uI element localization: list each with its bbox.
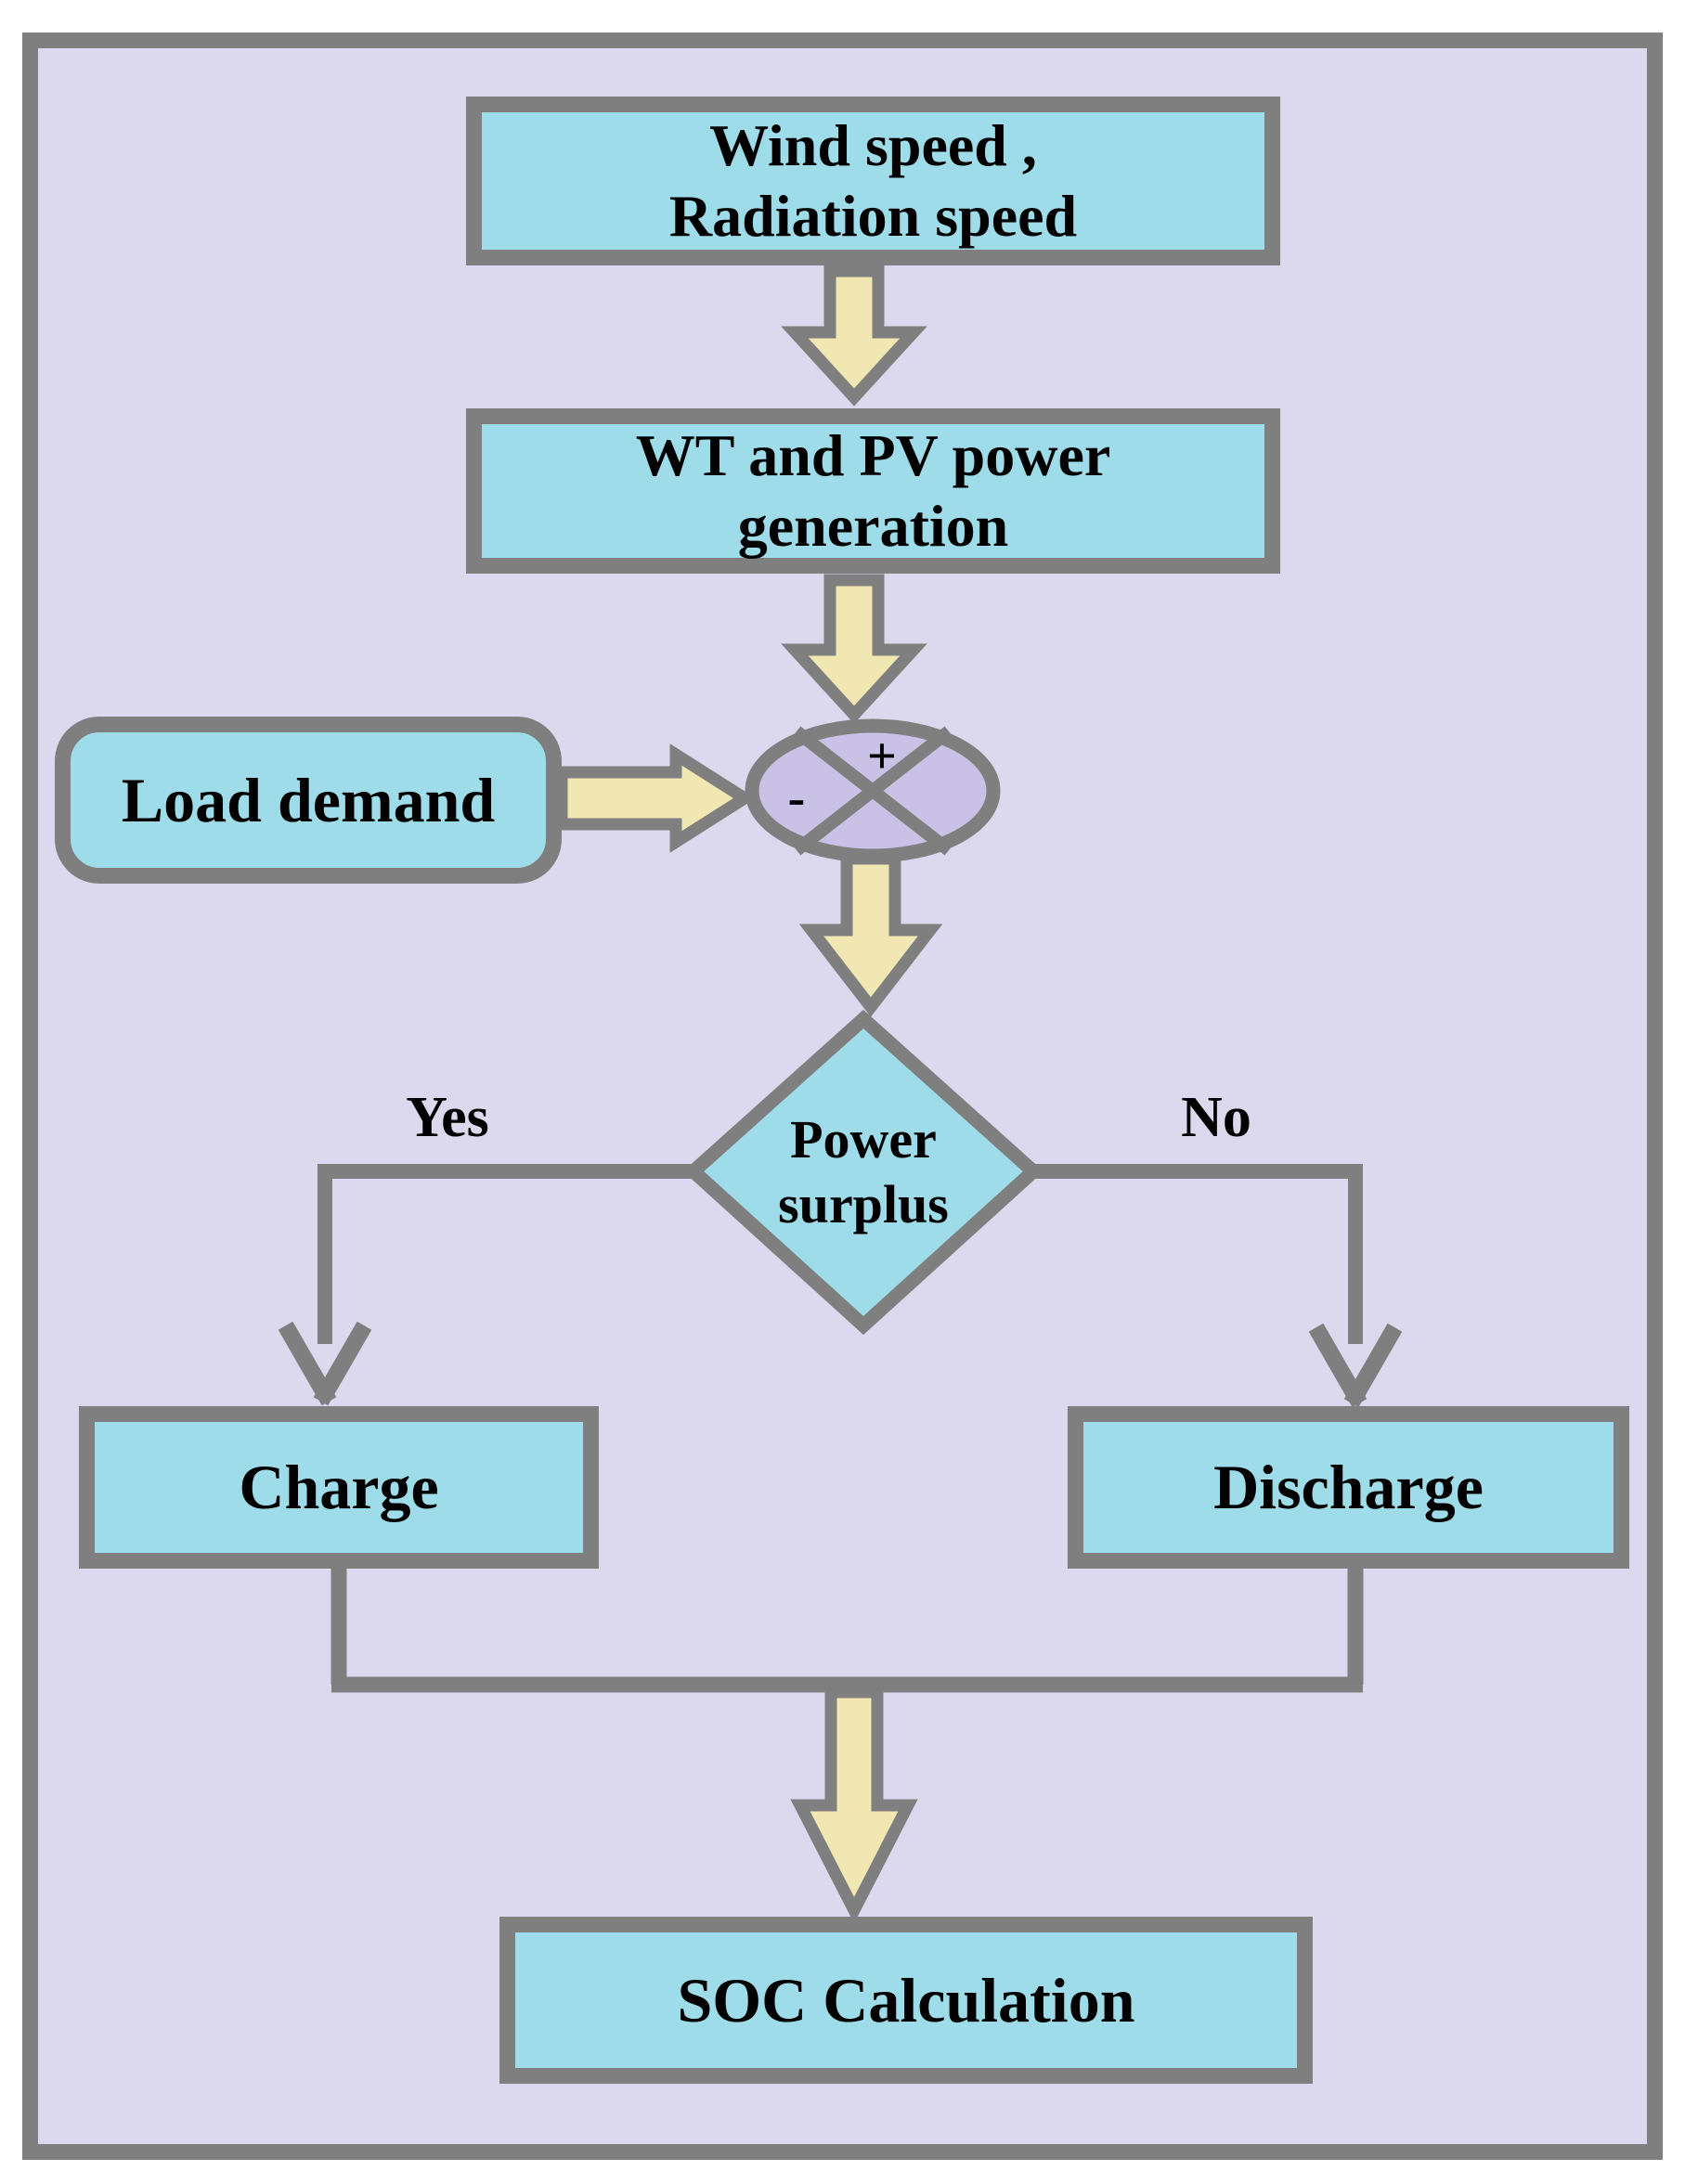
- plus-sign: +: [867, 728, 897, 785]
- merge-connector: [331, 1567, 1364, 1693]
- minus-sign: -: [787, 769, 806, 827]
- node-soc-calculation: SOC Calculation: [499, 1917, 1313, 2084]
- down-arrow-icon-3: [798, 852, 943, 1017]
- node-wind-radiation-label: Wind speed , Radiation speed: [668, 112, 1078, 249]
- node-wind-radiation-input: Wind speed , Radiation speed: [466, 97, 1280, 265]
- label-no: No: [1181, 1085, 1251, 1149]
- decision-diamond-shape: [682, 1009, 1044, 1336]
- node-soc-calculation-label: SOC Calculation: [677, 1964, 1135, 2035]
- node-discharge-label: Discharge: [1213, 1452, 1484, 1523]
- label-yes: Yes: [406, 1085, 489, 1149]
- node-discharge: Discharge: [1068, 1406, 1629, 1569]
- node-charge-label: Charge: [239, 1452, 439, 1523]
- decision-power-surplus-label: Power surplus: [778, 1109, 949, 1234]
- down-arrow-icon-2: [781, 574, 927, 724]
- summing-junction: [745, 718, 1001, 863]
- down-arrow-icon-4: [790, 1686, 918, 1924]
- node-charge: Charge: [79, 1406, 599, 1569]
- node-load-demand-label: Load demand: [121, 764, 496, 835]
- node-wt-pv-generation-label: WT and PV power generation: [635, 422, 1111, 559]
- no-branch-connector: [1033, 1164, 1403, 1408]
- node-load-demand: Load demand: [55, 717, 562, 884]
- node-wt-pv-generation: WT and PV power generation: [466, 408, 1280, 574]
- right-arrow-icon: [555, 743, 757, 853]
- yes-branch-connector: [278, 1164, 693, 1406]
- decision-power-surplus: Power surplus: [715, 1084, 1012, 1260]
- down-arrow-icon-1: [781, 265, 927, 407]
